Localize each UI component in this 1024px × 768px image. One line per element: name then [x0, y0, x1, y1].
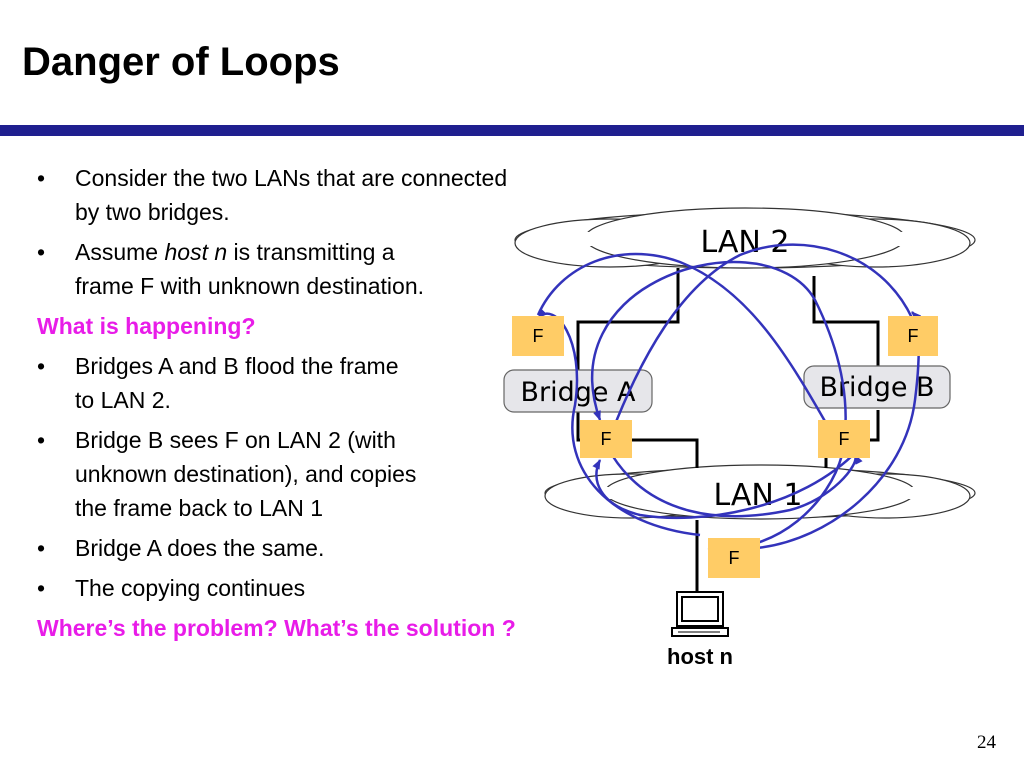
- frame-flow-arrows: [536, 243, 922, 550]
- bullet-text-line: The copying continues: [75, 575, 306, 601]
- bullet-item-bridge-a-same: • Bridge A does the same.: [37, 531, 637, 565]
- bullet-marker: •: [37, 535, 46, 561]
- bullet-list: • Consider the two LANs that are connect…: [37, 161, 637, 651]
- bridge-a: Bridge A: [503, 369, 653, 413]
- flow-arrow: [536, 252, 832, 431]
- bullet-text-line: to LAN 2.: [75, 387, 171, 413]
- frame-label: F: [533, 326, 544, 346]
- bullet-text-line: Bridge A does the same.: [75, 535, 325, 561]
- bullet-marker: •: [37, 353, 46, 379]
- bullet-item-bridge-b-sees: • Bridge B sees F on LAN 2 (with unknown…: [37, 423, 637, 525]
- bullet-text-line: the frame back to LAN 1: [75, 495, 324, 521]
- bullet-text-line: frame F with unknown destination.: [75, 273, 425, 299]
- frame-label: F: [839, 429, 850, 449]
- frame-box: F: [580, 420, 632, 458]
- bullet-item-assume: • Assume host n is transmitting a frame …: [37, 235, 637, 303]
- flow-arrow: [610, 454, 863, 518]
- bullet-text-line: Consider the two LANs that are connected: [75, 165, 508, 191]
- bullet-item-copying: • The copying continues: [37, 571, 637, 605]
- heading-what-is-happening: What is happening?: [37, 313, 256, 339]
- bullet-text-line: by two bridges.: [75, 199, 230, 225]
- bridge-a-wiring: [576, 268, 699, 468]
- lan2-label: LAN 2: [701, 225, 790, 260]
- host-label: host n: [667, 644, 733, 669]
- frame-box: F: [512, 316, 564, 356]
- page-number: 24: [977, 732, 996, 753]
- bullet-marker: •: [37, 427, 46, 453]
- bridge-a-label: Bridge A: [520, 377, 636, 408]
- computer-icon: [671, 591, 729, 637]
- frame-box: F: [818, 420, 870, 458]
- frame-label: F: [729, 548, 740, 568]
- bullet-text-line: Assume host n is transmitting a: [75, 235, 637, 269]
- bullet-marker: •: [37, 239, 46, 265]
- flow-arrow: [610, 243, 914, 433]
- assume-prefix: Assume: [75, 239, 165, 265]
- bridge-b: Bridge B: [803, 365, 951, 409]
- flow-arrow: [592, 449, 859, 520]
- frame-box: F: [888, 316, 938, 356]
- title-rule: [0, 125, 1024, 136]
- bullet-item-consider: • Consider the two LANs that are connect…: [37, 161, 637, 229]
- bullet-text-line: unknown destination), and copies: [75, 461, 417, 487]
- lan2-cloud: [514, 207, 976, 269]
- frame-label: F: [601, 429, 612, 449]
- bullet-text-line: Bridges A and B flood the frame: [75, 353, 399, 379]
- assume-rest: is transmitting a: [227, 239, 395, 265]
- heading-problem-solution: Where’s the problem? What’s the solution…: [37, 615, 516, 641]
- lan1-cloud: [544, 464, 976, 520]
- slide-title: Danger of Loops: [22, 40, 340, 84]
- bullet-text-line: Bridge B sees F on LAN 2 (with: [75, 427, 396, 453]
- bullet-marker: •: [37, 575, 46, 601]
- frame-box: F: [708, 538, 760, 578]
- host-n-italic: host n: [164, 239, 228, 265]
- bullet-marker: •: [37, 165, 46, 191]
- frame-label: F: [908, 326, 919, 346]
- bullet-item-flood: • Bridges A and B flood the frame to LAN…: [37, 349, 637, 417]
